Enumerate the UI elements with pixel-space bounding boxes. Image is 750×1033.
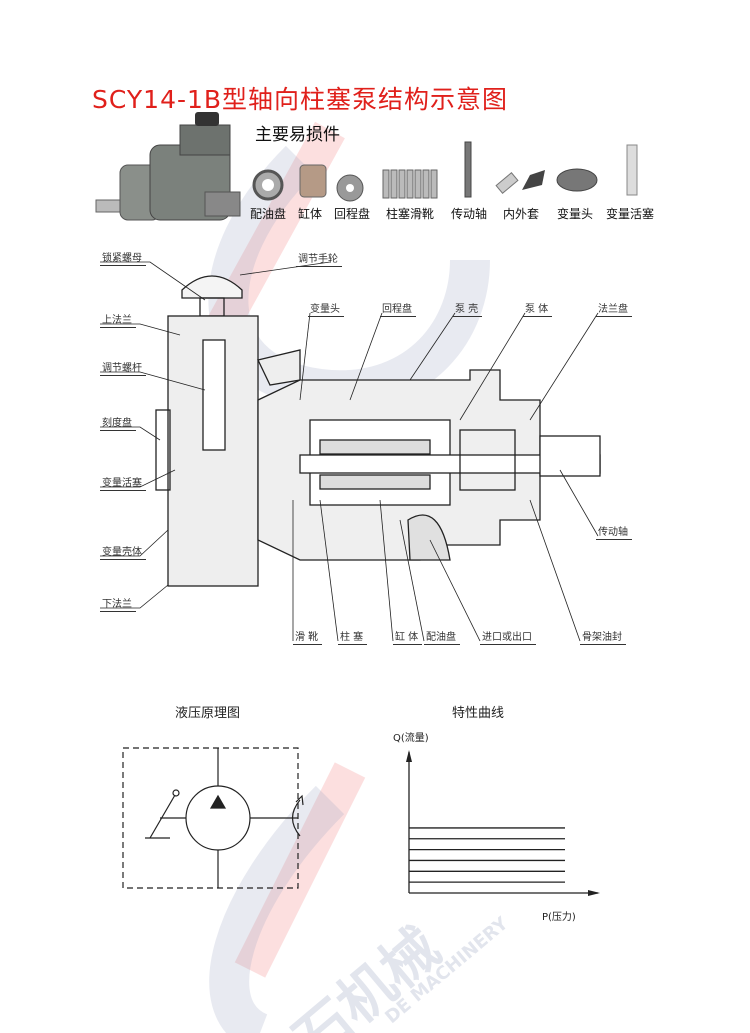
label-slipper: 滑 靴 [293,628,323,645]
label-upper-flange: 上法兰 [100,311,136,328]
part-label: 变量活塞 [606,207,655,221]
part-label: 配油盘 [250,207,287,221]
label-variable-head: 变量头 [308,300,344,317]
label-variable-housing: 变量壳体 [100,543,146,560]
label-flange-plate: 法兰盘 [596,300,632,317]
chart-title: 特性曲线 [452,706,505,721]
label-oil-seal: 骨架油封 [580,628,626,645]
parts-heading: 主要易损件 [255,125,340,145]
label-handwheel: 调节手轮 [296,250,342,267]
page-title: SCY14-1B型轴向柱塞泵结构示意图 [92,85,509,114]
part-label: 变量头 [557,207,594,221]
label-cylinder: 缸 体 [393,628,423,645]
label-dial: 刻度盘 [100,414,136,431]
label-adjust-screw: 调节螺杆 [100,359,146,376]
part-label: 传动轴 [451,207,488,221]
label-plunger: 柱 塞 [338,628,368,645]
label-pump-body: 泵 体 [523,300,553,317]
hydraulic-title: 液压原理图 [175,706,241,721]
label-lock-nut: 锁紧螺母 [100,249,146,266]
label-port: 进口或出口 [480,628,536,645]
part-label: 柱塞滑靴 [386,207,435,221]
part-label: 缸体 [298,207,323,221]
part-label: 回程盘 [334,207,371,221]
x-axis-label: P(压力) [542,912,576,923]
y-axis-label: Q(流量) [393,733,429,744]
label-lower-flange: 下法兰 [100,595,136,612]
label-valve-plate: 配油盘 [424,628,460,645]
label-return-plate: 回程盘 [380,300,416,317]
label-variable-piston: 变量活塞 [100,474,146,491]
part-label: 内外套 [503,207,540,221]
x-axis-arrow-icon [588,890,600,896]
y-axis-arrow-icon [406,750,412,762]
label-drive-shaft: 传动轴 [596,523,632,540]
label-pump-shell: 泵 壳 [453,300,483,317]
